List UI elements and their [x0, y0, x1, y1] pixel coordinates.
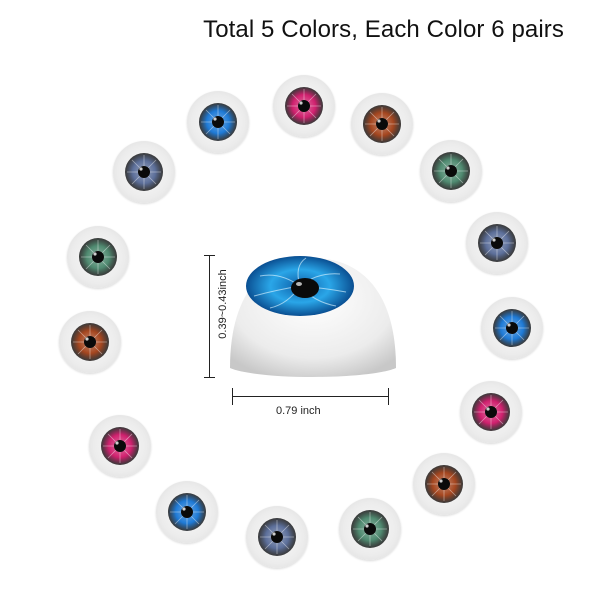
product-title: Total 5 Colors, Each Color 6 pairs — [203, 16, 564, 43]
blue-eyeball — [187, 91, 249, 153]
pink-eyeball — [273, 75, 335, 137]
height-dimension-cap-top — [204, 255, 215, 256]
large-eyeball-illustration — [230, 256, 396, 377]
green-eyeball — [67, 226, 129, 288]
slate-eyeball — [246, 506, 308, 568]
width-dimension-line — [232, 396, 389, 397]
slate-eyeball — [113, 141, 175, 203]
height-dimension-label: 0.39~0.43inch — [217, 269, 229, 339]
blue-eyeball — [156, 481, 218, 543]
slate-eyeball — [466, 212, 528, 274]
width-dimension-cap-right — [388, 388, 389, 405]
brown-eyeball — [413, 453, 475, 515]
pink-eyeball — [460, 381, 522, 443]
brown-eyeball — [59, 311, 121, 373]
pink-eyeball — [89, 415, 151, 477]
green-eyeball — [420, 140, 482, 202]
green-eyeball — [339, 498, 401, 560]
brown-eyeball — [351, 93, 413, 155]
width-dimension-cap-left — [232, 388, 233, 405]
height-dimension-line — [209, 255, 210, 378]
height-dimension-cap-bottom — [204, 377, 215, 378]
blue-eyeball — [481, 297, 543, 359]
width-dimension-label: 0.79 inch — [276, 405, 321, 417]
